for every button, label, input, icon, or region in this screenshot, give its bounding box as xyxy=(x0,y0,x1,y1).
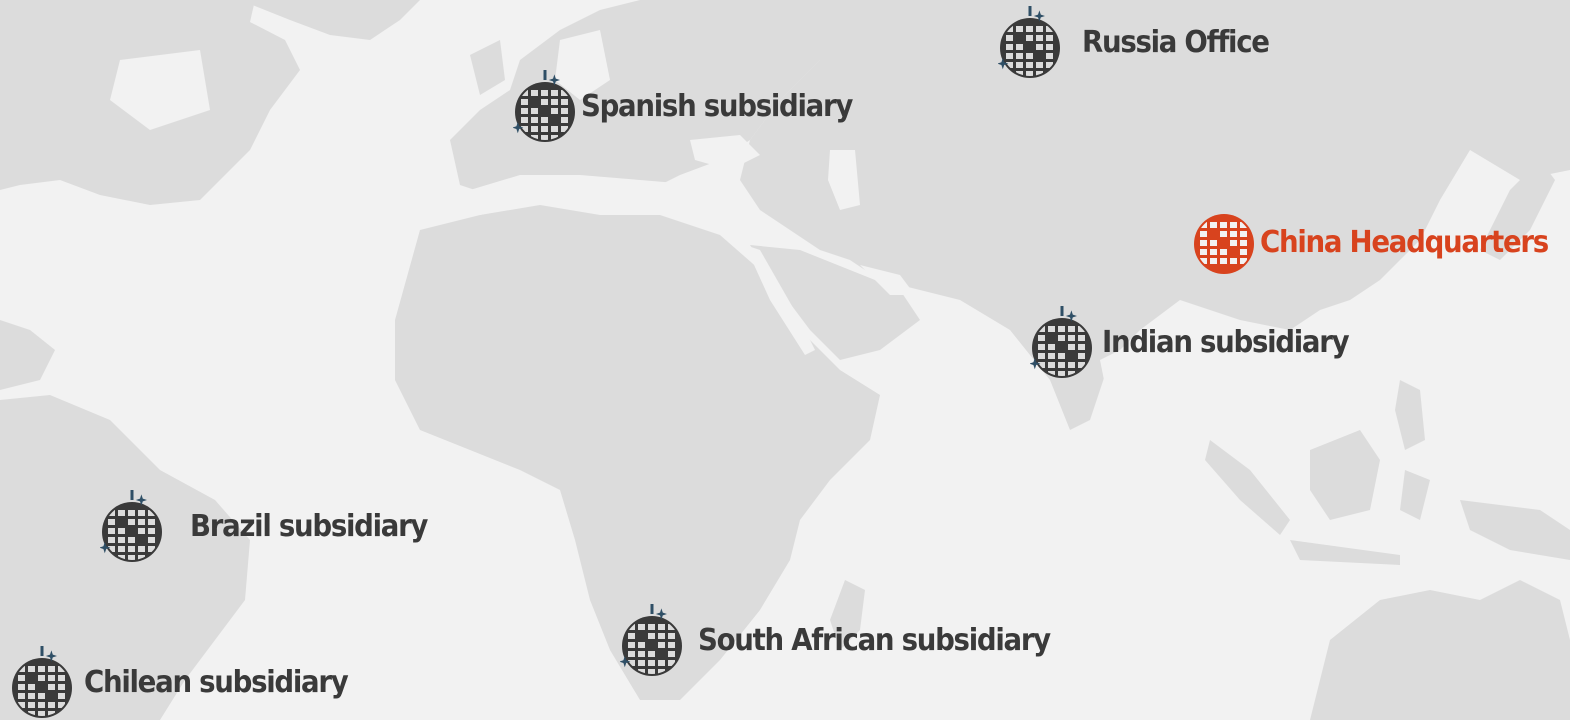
water-mediterranean xyxy=(470,175,740,225)
marker-label: Chilean subsidiary xyxy=(84,665,349,700)
marker-label: Indian subsidiary xyxy=(1102,325,1350,360)
disco-globe-icon xyxy=(513,70,575,142)
land-borneo xyxy=(1310,430,1380,520)
land-central-america xyxy=(0,320,55,390)
sparkle-icon xyxy=(548,74,560,86)
land-sumatra xyxy=(1205,440,1290,535)
marker-label: Brazil subsidiary xyxy=(190,509,428,544)
marker-chile[interactable]: Chilean subsidiary xyxy=(10,646,370,720)
water-hudson-bay xyxy=(110,50,210,130)
disco-globe-icon xyxy=(12,646,72,718)
marker-label: Spanish subsidiary xyxy=(581,89,853,124)
sparkle-icon xyxy=(45,650,57,662)
disco-globe-icon xyxy=(1030,306,1092,378)
sparkle-icon xyxy=(1033,10,1045,22)
land-africa xyxy=(395,205,880,700)
sparkle-icon xyxy=(513,121,524,134)
water-red-sea xyxy=(745,245,815,355)
marker-label: China Headquarters xyxy=(1260,225,1549,260)
land-greenland xyxy=(240,0,420,40)
sparkle-icon xyxy=(135,494,147,506)
sparkle-icon xyxy=(1065,310,1077,322)
globe-icon xyxy=(1194,214,1254,274)
water-south-china-sea xyxy=(1290,320,1390,420)
disco-globe-icon xyxy=(620,604,682,676)
land-madagascar xyxy=(830,580,865,650)
sparkle-icon xyxy=(1030,357,1041,370)
water-bay-of-bengal xyxy=(1100,320,1200,420)
water-persian-gulf xyxy=(860,265,915,295)
sparkle-icon xyxy=(100,541,111,554)
marker-south-africa[interactable]: South African subsidiary xyxy=(620,604,1080,678)
sparkle-icon xyxy=(620,655,631,668)
land-sulawesi xyxy=(1400,470,1430,520)
marker-india[interactable]: Indian subsidiary xyxy=(1030,306,1370,380)
land-new-guinea xyxy=(1460,500,1570,560)
disco-globe-icon xyxy=(100,490,162,562)
marker-label: Russia Office xyxy=(1082,25,1270,60)
water-baltic xyxy=(555,30,610,100)
marker-spain[interactable]: Spanish subsidiary xyxy=(513,70,876,144)
land-java xyxy=(1290,540,1400,565)
land-uk xyxy=(470,40,505,95)
disco-globe-icon xyxy=(998,6,1060,78)
land-arabia xyxy=(750,245,920,360)
sparkle-icon xyxy=(655,608,667,620)
marker-russia[interactable]: Russia Office xyxy=(998,6,1285,80)
marker-label: South African subsidiary xyxy=(698,623,1051,658)
sparkle-icon xyxy=(998,57,1009,70)
land-asia xyxy=(740,0,1570,430)
water-caspian xyxy=(828,150,860,210)
land-japan xyxy=(1480,160,1555,260)
water-black-sea xyxy=(690,135,760,170)
land-australia xyxy=(1310,580,1570,720)
marker-brazil[interactable]: Brazil subsidiary xyxy=(100,490,448,564)
marker-china-headquarters[interactable]: China Headquarters xyxy=(1192,206,1570,280)
land-philippines xyxy=(1395,380,1425,450)
